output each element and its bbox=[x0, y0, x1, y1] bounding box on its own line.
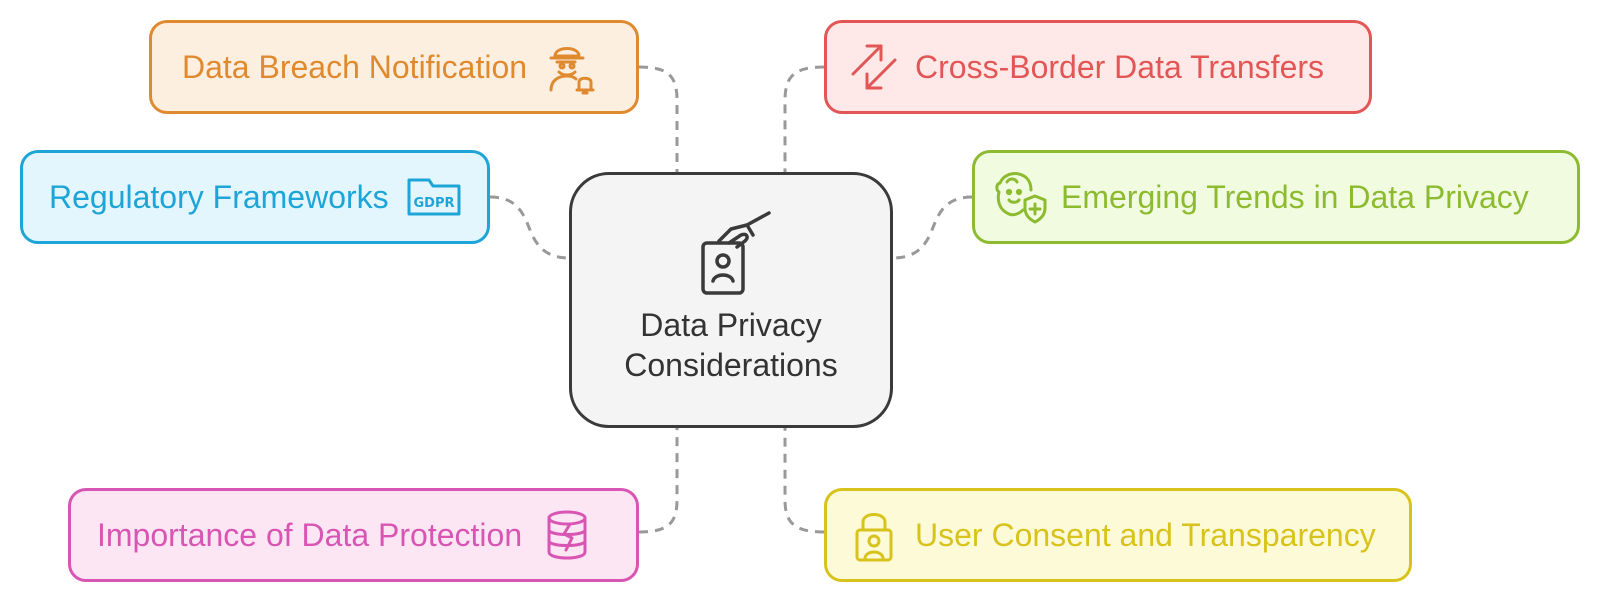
baby-shield-icon bbox=[993, 170, 1047, 224]
padlock-user-icon bbox=[847, 508, 901, 562]
node-label: Cross-Border Data Transfers bbox=[915, 48, 1325, 85]
node-user-consent-and-transparency: User Consent and Transparency bbox=[824, 488, 1412, 582]
node-data-breach-notification: Data Breach Notification bbox=[149, 20, 639, 114]
gdpr-folder-icon: GDPR bbox=[407, 170, 461, 224]
svg-text:GDPR: GDPR bbox=[413, 196, 454, 211]
connector-regulatory bbox=[489, 195, 570, 260]
node-emerging-trends-in-data-privacy: Emerging Trends in Data Privacy bbox=[972, 150, 1580, 244]
center-node: Data Privacy Considerations bbox=[569, 172, 893, 428]
swap-arrows-icon bbox=[847, 40, 901, 94]
id-card-hand-icon bbox=[689, 211, 779, 301]
node-label: Regulatory Frameworks bbox=[49, 178, 389, 215]
database-broken-icon bbox=[540, 508, 594, 562]
connector-consent bbox=[783, 428, 825, 534]
hacker-bell-icon bbox=[545, 40, 599, 95]
connector-breach bbox=[638, 65, 679, 172]
node-label: Importance of Data Protection bbox=[97, 516, 523, 553]
node-regulatory-frameworks: Regulatory Frameworks GDPR bbox=[20, 150, 490, 244]
connector-emerging bbox=[892, 195, 973, 260]
node-importance-of-data-protection: Importance of Data Protection bbox=[68, 488, 639, 582]
node-cross-border-data-transfers: Cross-Border Data Transfers bbox=[824, 20, 1372, 114]
center-title-line1: Data Privacy bbox=[640, 307, 822, 343]
node-label: Emerging Trends in Data Privacy bbox=[1061, 178, 1529, 215]
center-title-line2: Considerations bbox=[624, 347, 838, 383]
connector-importance bbox=[638, 428, 679, 534]
node-label: Data Breach Notification bbox=[182, 48, 528, 85]
node-label: User Consent and Transparency bbox=[915, 516, 1376, 553]
connector-crossborder bbox=[783, 65, 825, 172]
